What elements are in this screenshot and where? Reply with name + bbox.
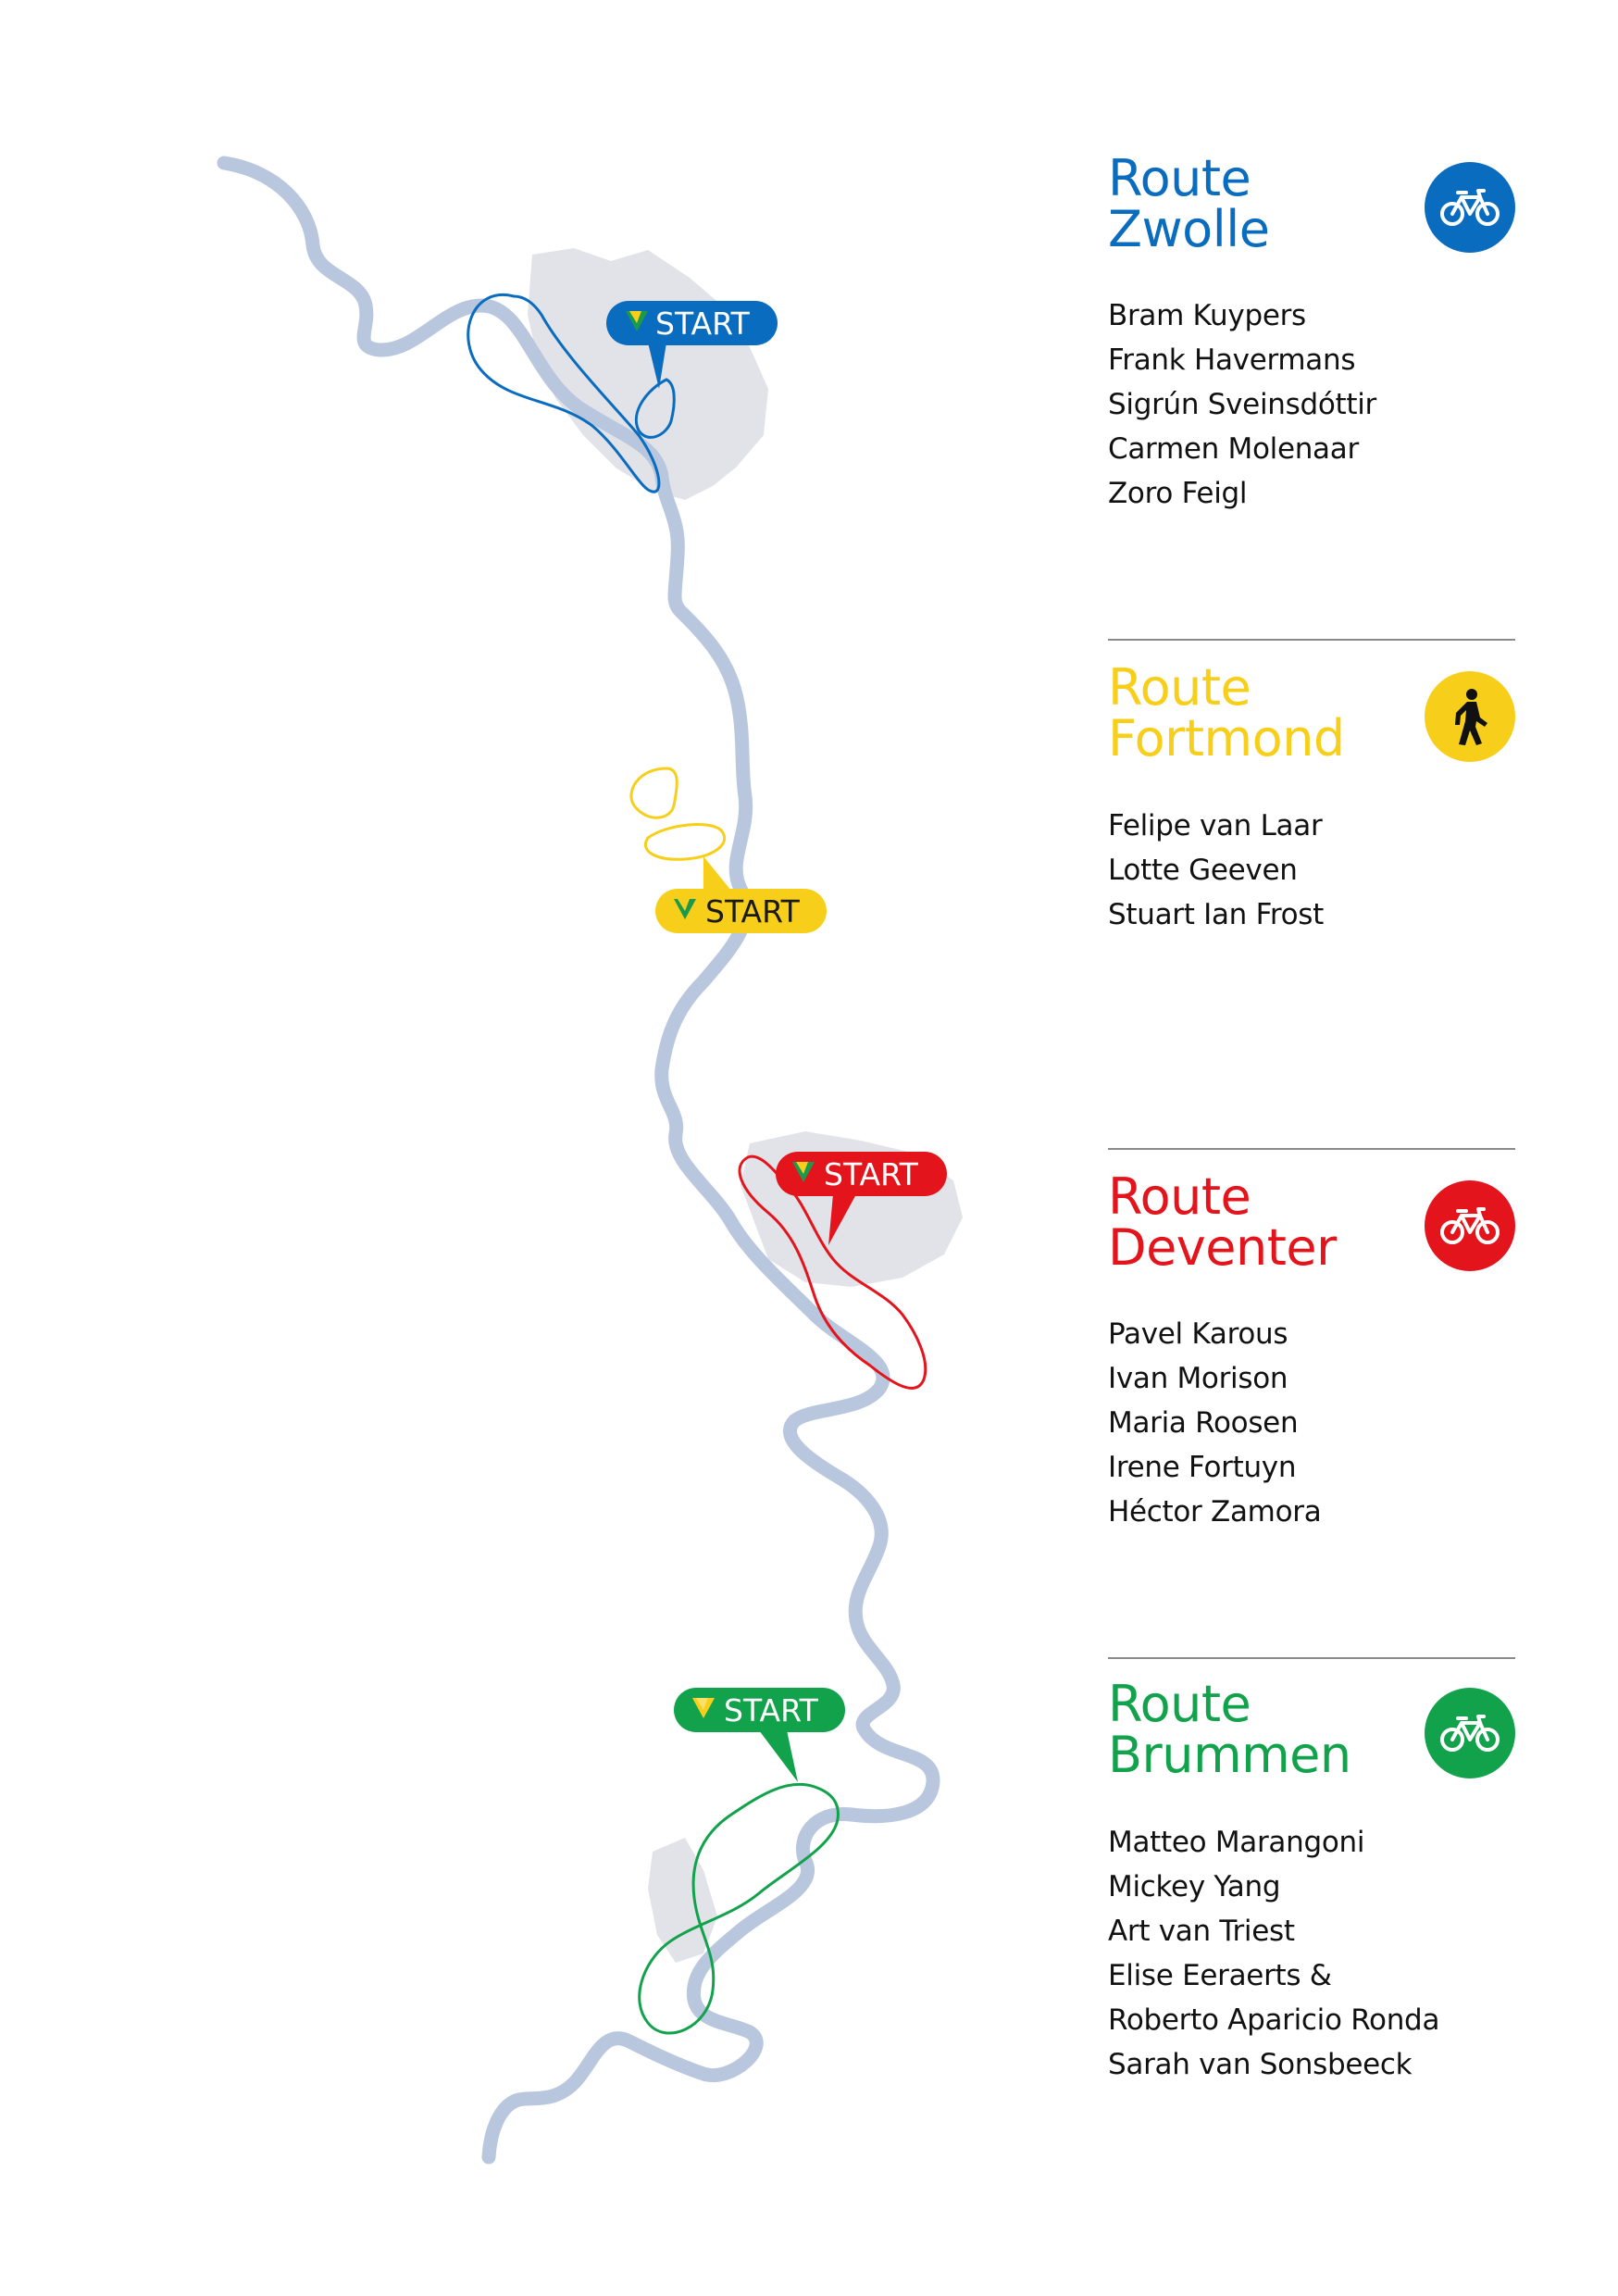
artist-name: Bram Kuypers (1108, 299, 1306, 332)
artist-list: Matteo Marangoni Mickey Yang Art van Tri… (1108, 1820, 1439, 2087)
start-label: START (655, 306, 751, 342)
route-title: Route Brummen (1108, 1678, 1515, 1780)
start-marker-zwolle[interactable]: START (606, 301, 778, 389)
artist-name: Stuart Ian Frost (1108, 898, 1324, 931)
route-mode-badge (1425, 162, 1515, 253)
artist-name: Sigrún Sveinsdóttir (1108, 388, 1376, 421)
route-title: Route Fortmond (1108, 662, 1515, 764)
route-mode-badge (1425, 671, 1515, 762)
start-marker-brummen[interactable]: START (674, 1688, 845, 1782)
start-marker-fortmond[interactable]: START (655, 856, 827, 933)
artist-list: Pavel Karous Ivan Morison Maria Roosen I… (1108, 1312, 1322, 1534)
start-label: START (705, 893, 801, 930)
start-marker-deventer[interactable]: START (776, 1152, 947, 1245)
route-zwolle-path (467, 293, 676, 493)
artist-name: Frank Havermans (1108, 343, 1356, 377)
start-label: START (724, 1692, 819, 1728)
bicycle-icon (1440, 1207, 1500, 1244)
route-deventer-path (738, 1154, 927, 1390)
start-label: START (824, 1156, 919, 1192)
artist-name: Pavel Karous (1108, 1317, 1288, 1351)
route-title-line2: Brummen (1108, 1726, 1351, 1784)
artist-name: Elise Eeraerts & (1108, 1959, 1332, 1992)
artist-name: Héctor Zamora (1108, 1495, 1322, 1529)
artist-name: Zoro Feigl (1108, 477, 1248, 510)
route-title-line1: Route (1108, 149, 1251, 207)
artist-name: Carmen Molenaar (1108, 432, 1359, 466)
river-ijssel (217, 156, 940, 2165)
artist-name: Art van Triest (1108, 1915, 1295, 1948)
pedestrian-icon (1455, 689, 1487, 745)
artist-name: Lotte Geeven (1108, 854, 1298, 887)
section-divider (1108, 1657, 1515, 1659)
bicycle-icon (1440, 189, 1500, 226)
city-zwolle (528, 248, 768, 500)
route-brummen-path (638, 1782, 840, 2035)
artist-list: Bram Kuypers Frank Havermans Sigrún Svei… (1108, 293, 1376, 516)
route-deventer-section: Route Deventer Pavel Karous Ivan Morison… (1108, 1171, 1515, 1541)
river-map: START START START START (217, 156, 963, 2165)
route-zwolle-section: Route Zwolle Bram Kuypers Frank Haverman… (1108, 153, 1515, 523)
bicycle-icon (1440, 1715, 1500, 1752)
section-divider (1108, 1148, 1515, 1150)
route-mode-badge (1425, 1180, 1515, 1271)
artist-name: Roberto Aparicio Ronda (1108, 2003, 1440, 2037)
route-title-line2: Deventer (1108, 1218, 1337, 1277)
artist-list: Felipe van Laar Lotte Geeven Stuart Ian … (1108, 804, 1324, 937)
section-divider (1108, 639, 1515, 641)
route-mode-badge (1425, 1688, 1515, 1778)
route-title: Route Zwolle (1108, 153, 1515, 255)
route-title-line1: Route (1108, 658, 1251, 717)
artist-name: Irene Fortuyn (1108, 1451, 1297, 1484)
city-brummen (648, 1838, 717, 1963)
artist-name: Felipe van Laar (1108, 809, 1323, 842)
route-title: Route Deventer (1108, 1171, 1515, 1273)
artist-name: Ivan Morison (1108, 1362, 1288, 1395)
route-title-line2: Fortmond (1108, 709, 1345, 767)
artist-name: Matteo Marangoni (1108, 1826, 1365, 1859)
artist-name: Mickey Yang (1108, 1870, 1281, 1903)
artist-name: Maria Roosen (1108, 1406, 1299, 1440)
route-fortmond-section: Route Fortmond Felipe van Laar Lotte Gee… (1108, 662, 1515, 1032)
route-title-line1: Route (1108, 1167, 1251, 1226)
route-fortmond-path (629, 767, 726, 861)
route-title-line1: Route (1108, 1675, 1251, 1733)
artist-name: Sarah van Sonsbeeck (1108, 2048, 1413, 2081)
route-brummen-section: Route Brummen Matteo Marangoni Mickey Ya… (1108, 1678, 1515, 2104)
route-title-line2: Zwolle (1108, 200, 1270, 258)
